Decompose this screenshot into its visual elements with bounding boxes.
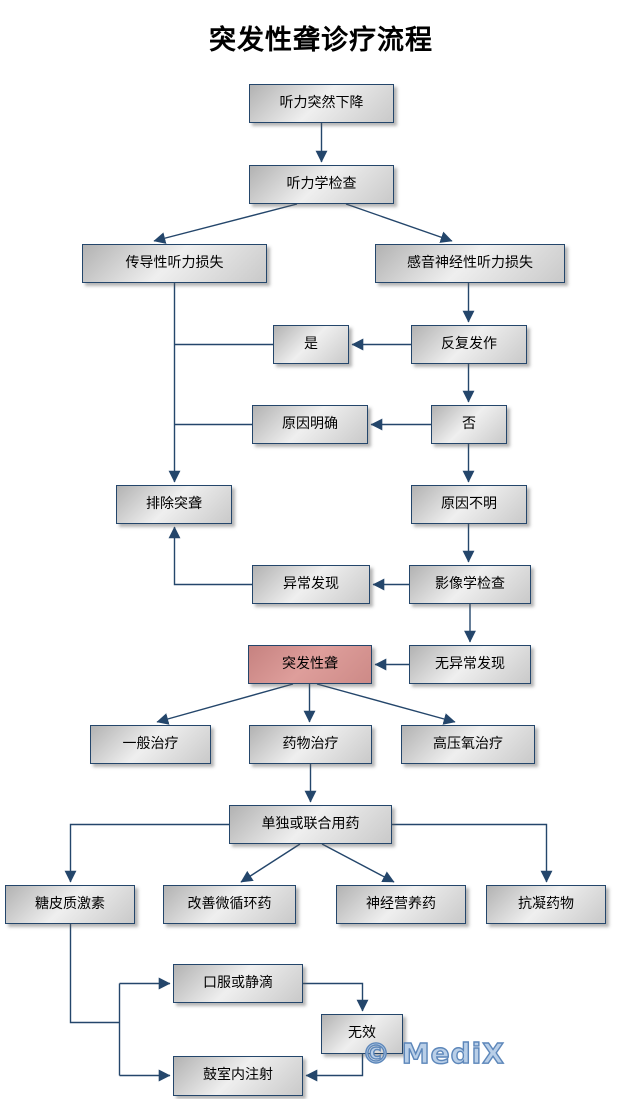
- node-audiometry: 听力学检查: [249, 165, 394, 204]
- node-anticoagulant: 抗凝药物: [486, 885, 606, 924]
- node-cause-clear: 原因明确: [252, 405, 368, 444]
- node-mono-or-combo-medication: 单独或联合用药: [229, 805, 392, 844]
- node-no-abnormal-finding: 无异常发现: [409, 645, 531, 684]
- node-recurrent: 反复发作: [411, 325, 527, 364]
- page-title: 突发性聋诊疗流程: [209, 25, 433, 56]
- node-conductive-loss: 传导性听力损失: [82, 244, 267, 283]
- node-drug-treatment: 药物治疗: [249, 725, 372, 764]
- node-hyperbaric-oxygen-treatment: 高压氧治疗: [401, 725, 535, 764]
- node-exclude-sudden-deafness: 排除突聋: [116, 485, 232, 524]
- node-general-treatment: 一般治疗: [90, 725, 211, 764]
- node-oral-or-iv: 口服或静滴: [173, 964, 303, 1003]
- watermark-medix: © MediX: [361, 1036, 505, 1070]
- node-hearing-drop: 听力突然下降: [249, 84, 394, 123]
- node-cause-unknown: 原因不明: [411, 485, 527, 524]
- node-glucocorticoid: 糖皮质激素: [5, 885, 135, 924]
- node-sudden-deafness: 突发性聋: [248, 645, 372, 684]
- node-sensorineural-loss: 感音神经性听力损失: [375, 244, 565, 283]
- node-no: 否: [431, 405, 507, 444]
- node-ineffective: 无效: [321, 1014, 403, 1054]
- node-yes: 是: [273, 325, 349, 364]
- node-neurotrophic-drug: 神经营养药: [336, 885, 466, 924]
- node-intratympanic-injection: 鼓室内注射: [173, 1056, 303, 1096]
- node-abnormal-finding: 异常发现: [252, 565, 370, 604]
- node-microcirculation-drug: 改善微循环药: [163, 885, 296, 924]
- node-imaging-exam: 影像学检查: [409, 565, 531, 604]
